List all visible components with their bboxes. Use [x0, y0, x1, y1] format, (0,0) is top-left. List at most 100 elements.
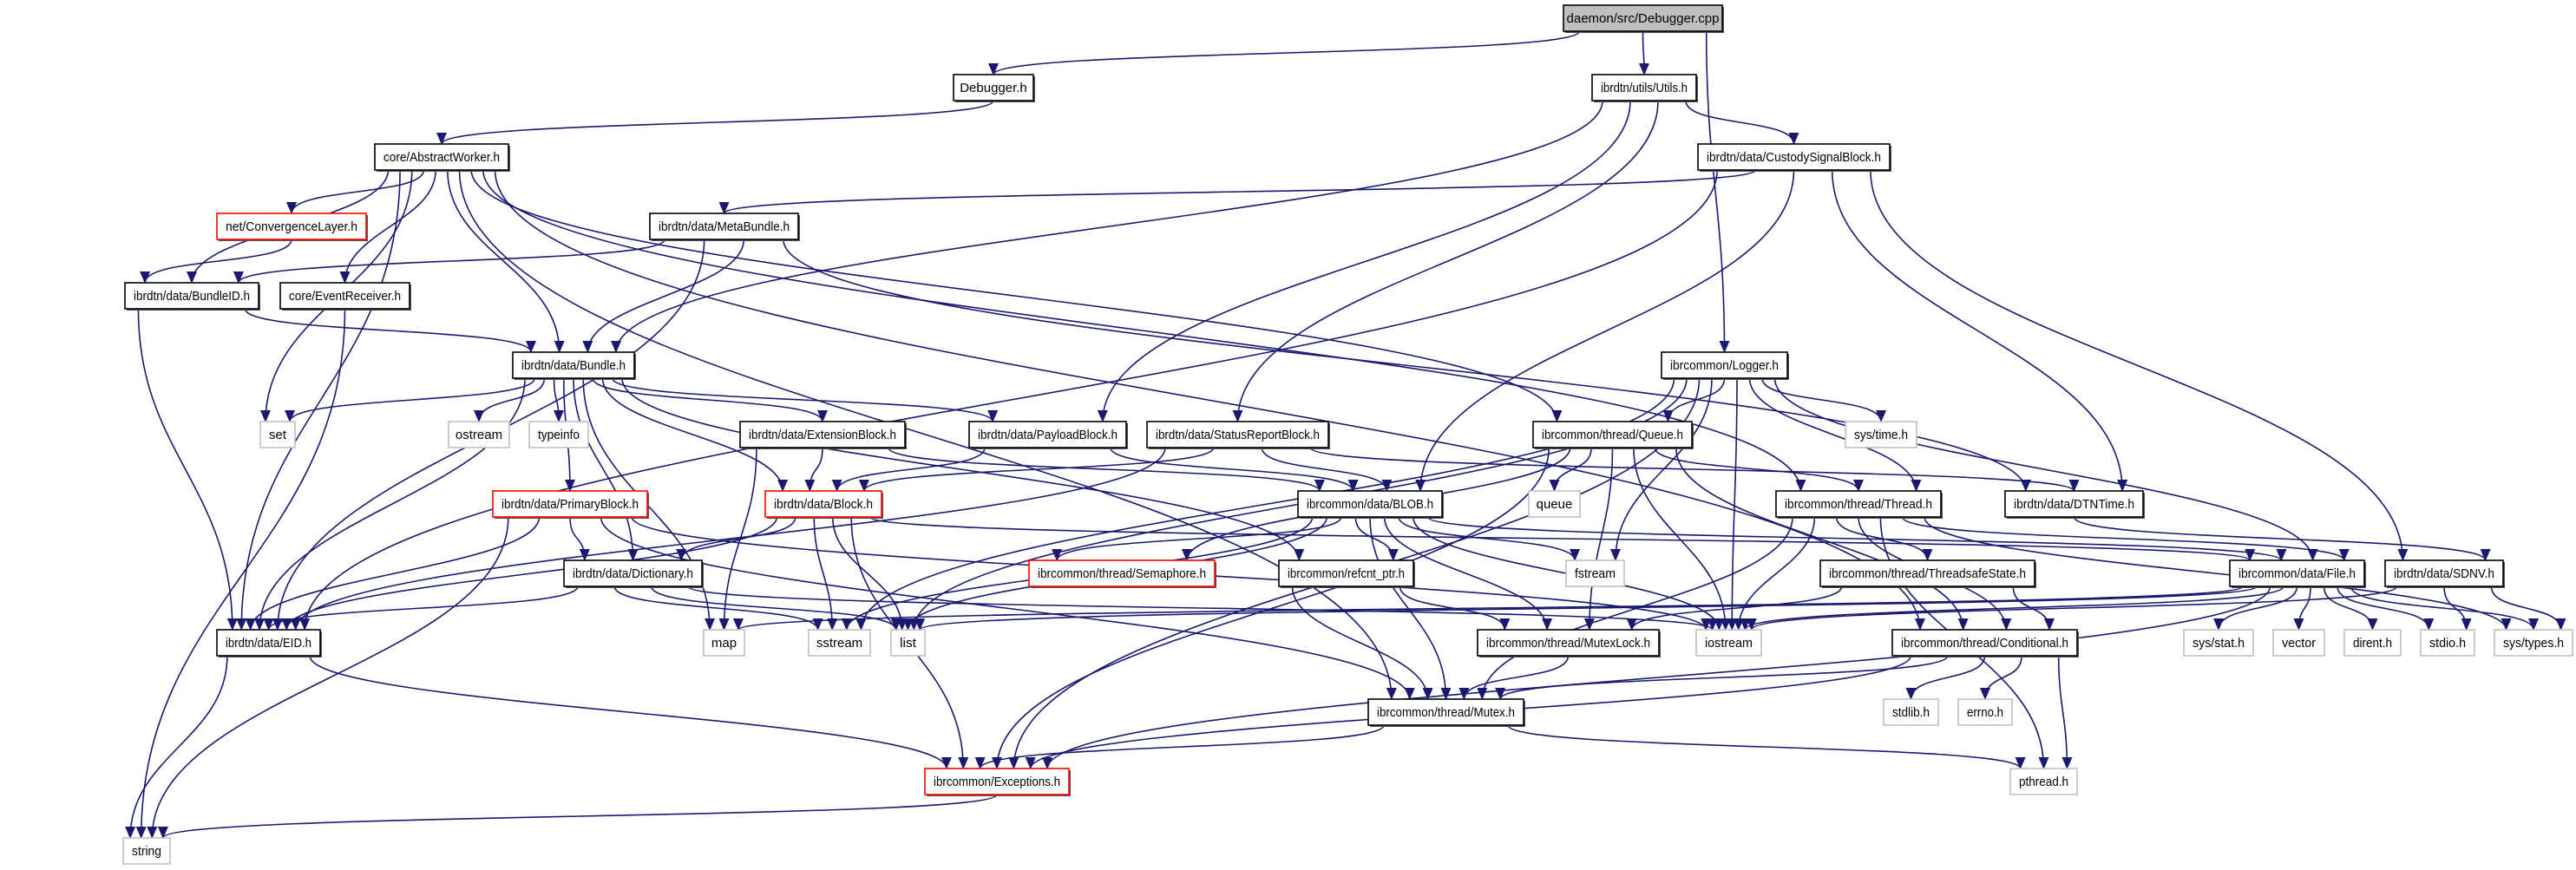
node-label: stdlib.h	[1892, 705, 1930, 720]
node-thread[interactable]: ibrcommon/thread/Thread.h	[1775, 490, 1943, 519]
node-label: string	[132, 844, 161, 859]
edge-cond-to-stdlib	[1905, 655, 1986, 700]
edge-thread-to-iostream	[1733, 516, 1816, 631]
node-sstream[interactable]: sstream	[808, 629, 871, 657]
node-list[interactable]: list	[890, 629, 926, 657]
node-box	[1532, 421, 1693, 448]
node-cl[interactable]: net/ConvergenceLayer.h	[216, 213, 368, 241]
node-label: ibrdtn/data/Block.h	[774, 497, 873, 512]
node-errno[interactable]: errno.h	[1957, 698, 2013, 726]
node-box	[1957, 698, 2013, 726]
node-stdio[interactable]: stdio.h	[2420, 629, 2475, 657]
node-payload[interactable]: ibrdtn/data/PayloadBlock.h	[968, 421, 1128, 449]
edge-ext-to-blob	[888, 447, 1325, 492]
edge-block-to-dict	[676, 516, 796, 561]
node-box	[122, 837, 171, 865]
node-systime[interactable]: sys/time.h	[1845, 421, 1917, 448]
node-string[interactable]: string	[122, 837, 171, 865]
node-sdnv[interactable]: ibrdtn/data/SDNV.h	[2384, 559, 2505, 588]
node-meta[interactable]: ibrdtn/data/MetaBundle.h	[649, 213, 800, 241]
node-box	[1891, 629, 2078, 657]
edge-file-to-dirent	[2323, 585, 2378, 631]
node-bundle[interactable]: ibrdtn/data/Bundle.h	[512, 351, 636, 380]
edge-primary-to-eid	[245, 516, 541, 631]
edge-cond-to-errno	[1980, 655, 2022, 700]
node-pthread[interactable]: pthread.h	[2009, 768, 2078, 795]
node-srb[interactable]: ibrdtn/data/StatusReportBlock.h	[1146, 421, 1330, 449]
edge-exceptions-to-string	[158, 794, 998, 839]
node-box	[216, 629, 321, 657]
node-queue[interactable]: queue	[1528, 490, 1581, 518]
node-box	[2272, 629, 2325, 657]
edge-bundle-to-payload	[612, 377, 998, 422]
node-box	[279, 282, 410, 310]
node-sema[interactable]: ibrcommon/thread/Semaphore.h	[1028, 559, 1216, 588]
node-mutex[interactable]: ibrcommon/thread/Mutex.h	[1367, 698, 1525, 727]
edge-blob-to-mutexlock	[1383, 516, 1553, 631]
node-file[interactable]: ibrcommon/data/File.h	[2229, 559, 2366, 588]
node-label: pthread.h	[2019, 775, 2068, 789]
node-dtntime[interactable]: ibrdtn/data/DTNTime.h	[2004, 490, 2145, 519]
node-box	[739, 421, 906, 448]
node-box	[1883, 698, 1939, 726]
node-label: daemon/src/Debugger.cpp	[1567, 11, 1720, 26]
node-vector[interactable]: vector	[2272, 629, 2325, 657]
edge-logger-to-iostream	[1727, 377, 1738, 631]
edge-aw-to-thread	[482, 169, 1806, 492]
node-label: ibrcommon/thread/ThreadsafeState.h	[1829, 566, 2026, 581]
node-mutexlock[interactable]: ibrcommon/thread/MutexLock.h	[1477, 629, 1661, 657]
node-queueh[interactable]: ibrcommon/thread/Queue.h	[1532, 421, 1694, 449]
node-tss[interactable]: ibrcommon/thread/ThreadsafeState.h	[1819, 559, 2036, 588]
node-dbgh[interactable]: Debugger.h	[953, 74, 1035, 102]
node-map[interactable]: map	[703, 629, 745, 657]
node-cond[interactable]: ibrcommon/thread/Conditional.h	[1891, 629, 2079, 657]
node-ostream[interactable]: ostream	[448, 421, 510, 448]
edge-meta-to-bundle	[582, 239, 745, 353]
node-label: ibrdtn/data/Dictionary.h	[573, 566, 693, 581]
node-dirent[interactable]: dirent.h	[2343, 629, 2402, 657]
node-set[interactable]: set	[259, 421, 296, 448]
edge-utils-to-srb	[1232, 100, 1659, 422]
node-sysstat[interactable]: sys/stat.h	[2183, 629, 2254, 657]
edge-file-to-sysstat	[2213, 585, 2298, 631]
edge-primary-to-mutex	[600, 516, 1415, 700]
node-dict[interactable]: ibrdtn/data/Dictionary.h	[563, 559, 704, 588]
node-logger[interactable]: ibrcommon/Logger.h	[1661, 351, 1789, 380]
node-box	[512, 351, 635, 379]
node-cpp[interactable]: daemon/src/Debugger.cpp	[1563, 4, 1724, 33]
node-label: ibrcommon/thread/Conditional.h	[1901, 636, 2068, 651]
edge-logger-to-systime	[1761, 377, 1886, 422]
node-primary[interactable]: ibrdtn/data/PrimaryBlock.h	[492, 490, 649, 519]
node-fstream[interactable]: fstream	[1565, 559, 1625, 587]
node-aw[interactable]: core/AbstractWorker.h	[374, 143, 510, 172]
edge-bundle-to-ext	[592, 377, 828, 422]
node-label: set	[269, 428, 287, 442]
node-csb[interactable]: ibrdtn/data/CustodySignalBlock.h	[1697, 143, 1891, 172]
node-box	[890, 629, 926, 657]
node-block[interactable]: ibrdtn/data/Block.h	[764, 490, 883, 519]
node-box	[2004, 490, 2144, 518]
edge-cond-to-mutex	[1495, 655, 1949, 700]
node-box	[1565, 559, 1625, 587]
node-box	[1563, 4, 1723, 32]
node-stdlib[interactable]: stdlib.h	[1883, 698, 1939, 726]
node-systypes[interactable]: sys/types.h	[2494, 629, 2573, 657]
node-ext[interactable]: ibrdtn/data/ExtensionBlock.h	[739, 421, 907, 449]
node-refcnt[interactable]: ibrcommon/refcnt_ptr.h	[1278, 559, 1415, 588]
node-exceptions[interactable]: ibrcommon/Exceptions.h	[924, 768, 1071, 796]
node-blob[interactable]: ibrcommon/data/BLOB.h	[1297, 490, 1444, 519]
node-box	[2494, 629, 2573, 657]
node-typeinfo[interactable]: typeinfo	[528, 421, 589, 448]
node-box	[528, 421, 589, 448]
node-iostream[interactable]: iostream	[1695, 629, 1762, 657]
node-eid[interactable]: ibrdtn/data/EID.h	[216, 629, 322, 657]
edge-bundle-to-refcnt	[621, 377, 1305, 561]
edge-mutexlock-to-mutex	[1458, 655, 1570, 700]
node-utils[interactable]: ibrdtn/utils/Utils.h	[1591, 74, 1698, 102]
node-er[interactable]: core/EventReceiver.h	[279, 282, 411, 311]
node-bid[interactable]: ibrdtn/data/BundleID.h	[124, 282, 260, 311]
node-box	[1297, 490, 1443, 518]
edge-aw-to-mutex	[458, 169, 1397, 700]
edge-bid-to-eid	[137, 308, 238, 631]
